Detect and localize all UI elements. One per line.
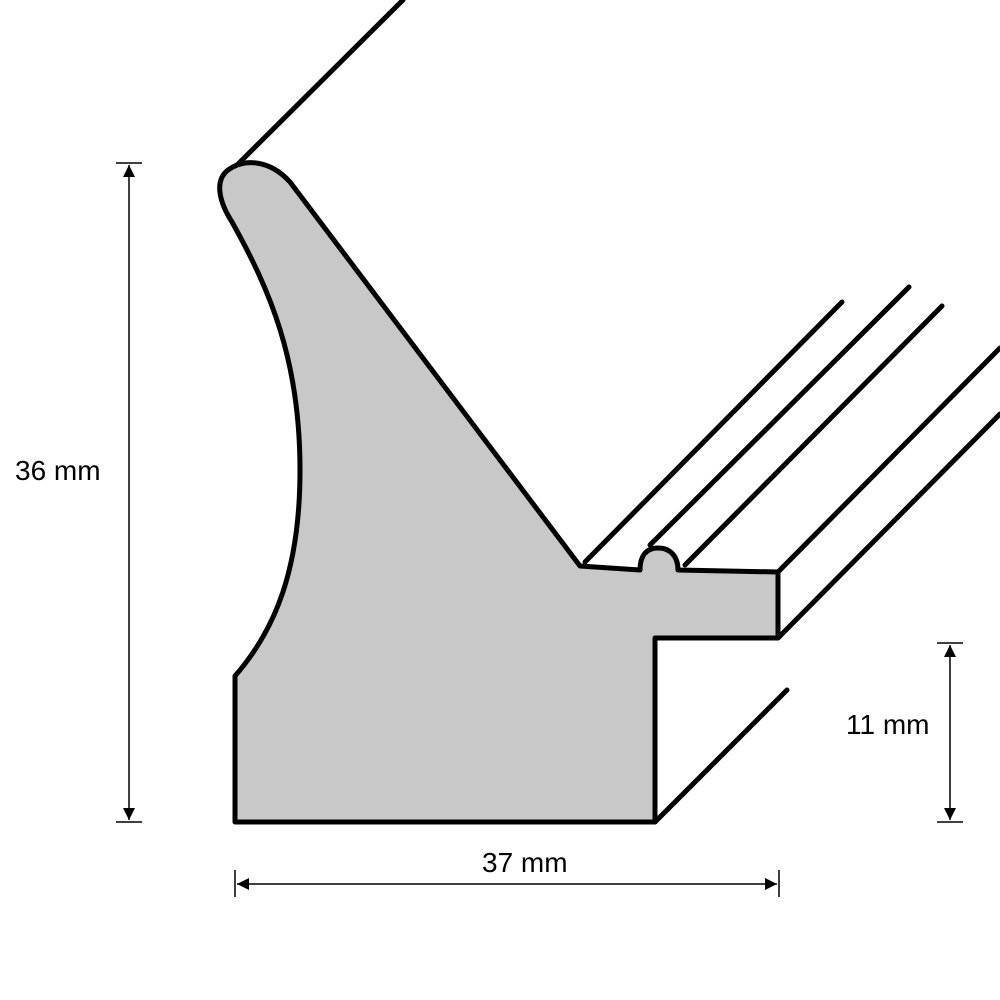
height-label: 36 mm bbox=[15, 455, 101, 486]
width-dimension: 37 mm bbox=[234, 847, 780, 897]
width-label: 37 mm bbox=[482, 847, 568, 878]
rebate-height-dimension: 11 mm bbox=[846, 642, 963, 823]
moulding-profile bbox=[217, 160, 781, 825]
slope-line-2 bbox=[647, 284, 912, 548]
slope-line-1 bbox=[582, 299, 845, 565]
base-corner-line bbox=[652, 687, 790, 825]
lip-bottom-line bbox=[775, 411, 1000, 641]
slope-line-3 bbox=[682, 303, 945, 568]
extrusion-lines bbox=[227, 0, 1000, 825]
rebate-height-label: 11 mm bbox=[846, 709, 930, 740]
lip-top-line bbox=[775, 345, 1000, 575]
top-edge-line bbox=[227, 0, 406, 175]
height-dimension: 36 mm bbox=[15, 162, 142, 823]
